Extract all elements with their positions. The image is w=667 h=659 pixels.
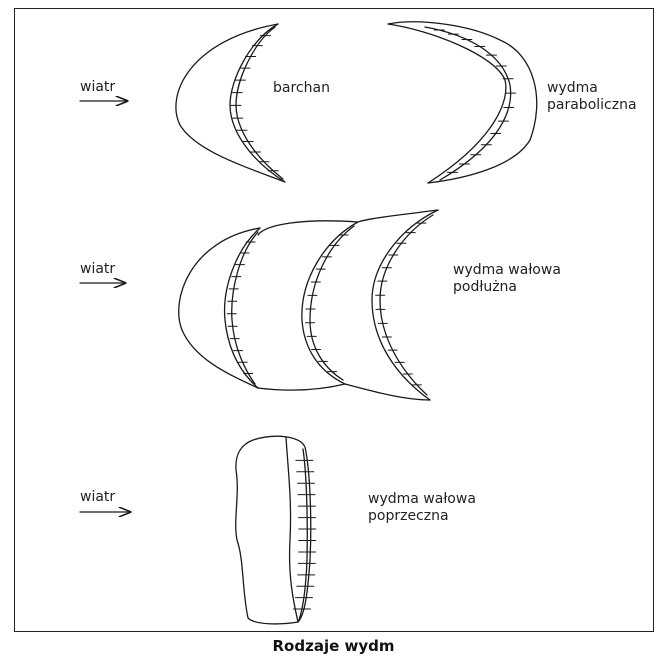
transverse-dune-shape bbox=[236, 436, 311, 624]
parabolic-label-line-2: paraboliczna bbox=[547, 97, 637, 114]
wind-label-2: wiatr bbox=[80, 261, 115, 278]
longitudinal-label-line-1: wydma wałowa bbox=[453, 262, 561, 279]
barchan-shape bbox=[176, 24, 285, 182]
wind-label-3: wiatr bbox=[80, 489, 115, 506]
longitudinal-label-line-2: podłużna bbox=[453, 279, 517, 296]
parabolic-dune-shape bbox=[388, 22, 537, 183]
transverse-label-line-1: wydma wałowa bbox=[368, 491, 476, 508]
longitudinal-dune-shape bbox=[179, 210, 438, 400]
transverse-label-line-2: poprzeczna bbox=[368, 508, 449, 525]
barchan-label: barchan bbox=[273, 80, 330, 97]
parabolic-label-line-1: wydma bbox=[547, 80, 598, 97]
wind-label-1: wiatr bbox=[80, 79, 115, 96]
diagram-caption: Rodzaje wydm bbox=[0, 637, 667, 655]
